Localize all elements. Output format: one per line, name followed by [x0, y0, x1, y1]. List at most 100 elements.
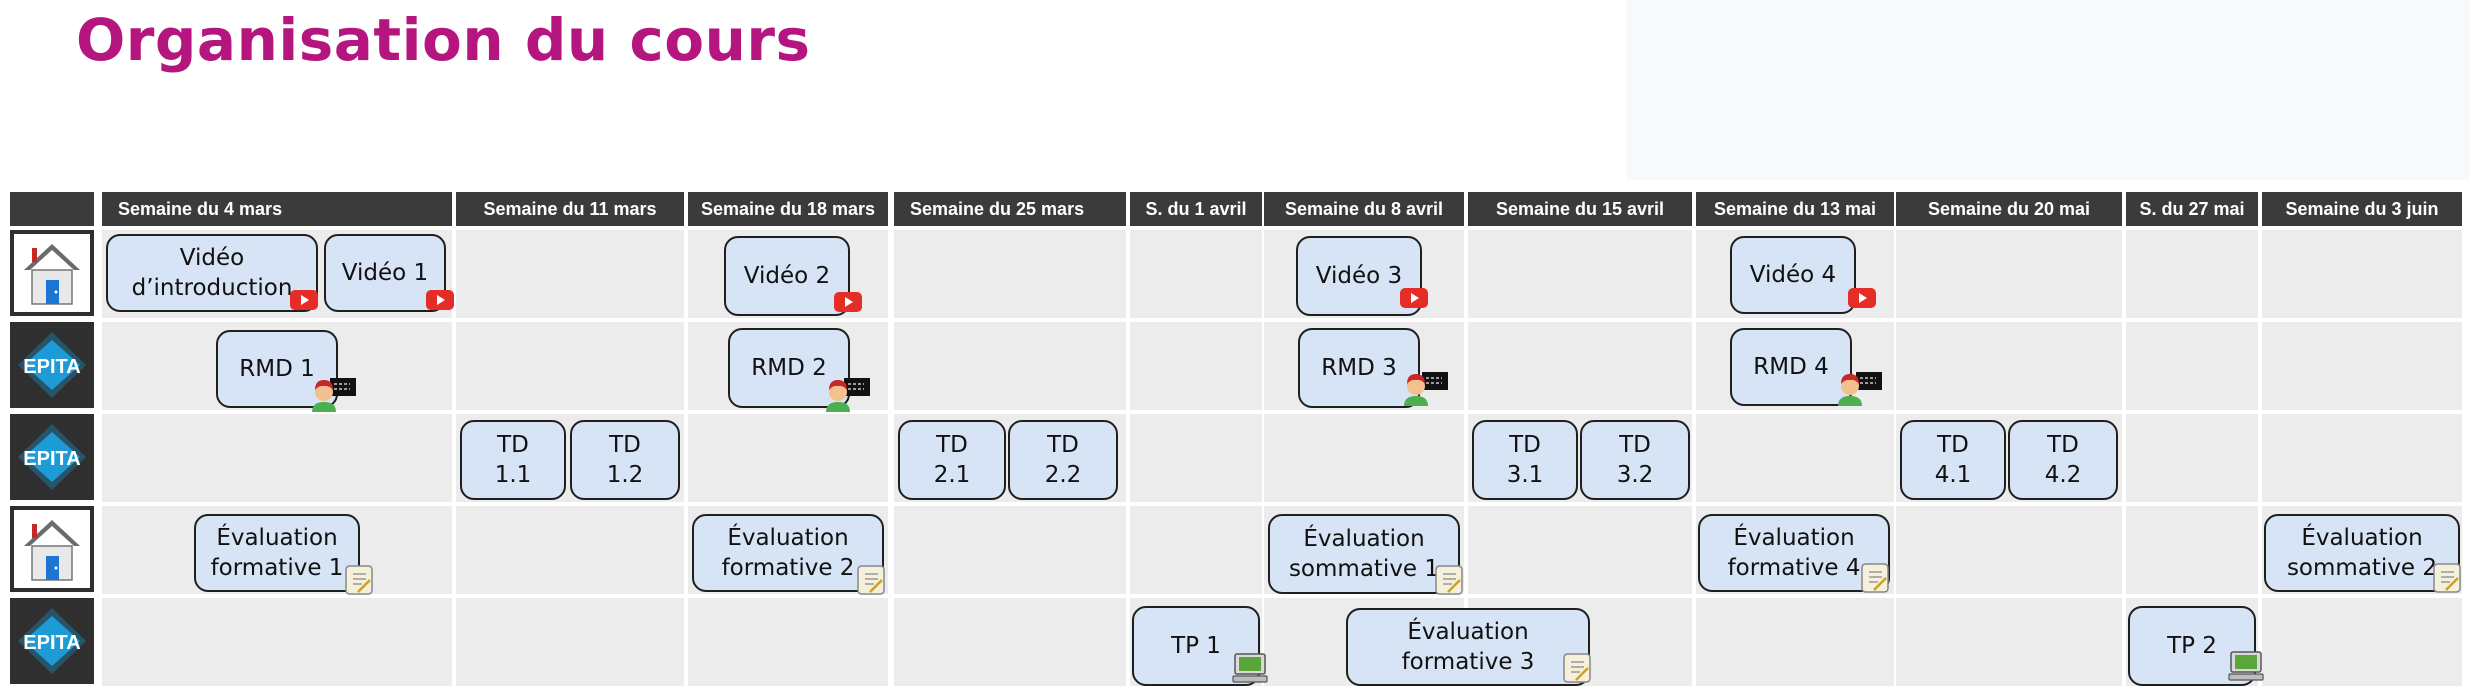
epita-logo: EPITA [18, 608, 86, 674]
week-header-7: Semaine du 15 avril [1468, 192, 1692, 226]
grid-cell [1696, 598, 1894, 686]
page-title: Organisation du cours [76, 6, 811, 74]
week-header-8: Semaine du 13 mai [1696, 192, 1894, 226]
scroll-icon [1562, 650, 1592, 688]
row-2-icon: EPITA [10, 322, 94, 408]
scroll-icon [1860, 560, 1890, 598]
youtube-icon [426, 290, 454, 314]
row-1-icon [10, 230, 94, 316]
row-4-icon [10, 506, 94, 592]
background-panel [1626, 0, 2470, 180]
epita-logo: EPITA [18, 332, 86, 398]
computer-icon [2228, 650, 2264, 686]
grid-cell [1468, 322, 1692, 410]
scroll-icon [2432, 560, 2462, 598]
activity-rmd-3[interactable]: RMD 3 [1298, 328, 1420, 408]
activity-td-1-2[interactable]: TD 1.2 [570, 420, 680, 500]
teacher-icon [1400, 370, 1450, 410]
row-3-icon: EPITA [10, 414, 94, 500]
grid-cell [102, 598, 452, 686]
teacher-icon [308, 376, 358, 416]
youtube-icon [1400, 288, 1428, 312]
grid-cell [688, 598, 888, 686]
grid-cell [2262, 322, 2462, 410]
scroll-icon [344, 562, 374, 600]
grid-cell [456, 598, 684, 686]
activity-eval-formative-1[interactable]: Évaluation formative 1 [194, 514, 360, 592]
grid-cell [2262, 414, 2462, 502]
home-icon [14, 510, 90, 588]
grid-cell [2126, 230, 2258, 318]
week-header-5: S. du 1 avril [1130, 192, 1262, 226]
epita-logo-text: EPITA [23, 356, 80, 378]
week-header-2: Semaine du 11 mars [456, 192, 684, 226]
week-header-3: Semaine du 18 mars [688, 192, 888, 226]
teacher-icon [1834, 370, 1884, 410]
activity-rmd-4[interactable]: RMD 4 [1730, 328, 1852, 406]
grid-cell [1468, 230, 1692, 318]
grid-cell [2126, 414, 2258, 502]
grid-cell [1896, 598, 2122, 686]
activity-td-3-2[interactable]: TD 3.2 [1580, 420, 1690, 500]
activity-eval-formative-3[interactable]: Évaluation formative 3 [1346, 608, 1590, 686]
grid-cell [894, 230, 1126, 318]
scroll-icon [1434, 562, 1464, 600]
grid-cell [1468, 506, 1692, 594]
row-5-icon: EPITA [10, 598, 94, 684]
grid-cell [2126, 322, 2258, 410]
grid-cell [1696, 414, 1894, 502]
grid-cell [456, 506, 684, 594]
week-header-9: Semaine du 20 mai [1896, 192, 2122, 226]
grid-cell [894, 506, 1126, 594]
grid-cell [2126, 506, 2258, 594]
grid-cell [1130, 414, 1262, 502]
grid-cell [688, 414, 888, 502]
activity-eval-sommative-1[interactable]: Évaluation sommative 1 [1268, 514, 1460, 594]
week-header-4: Semaine du 25 mars [894, 192, 1126, 226]
grid-cell [894, 322, 1126, 410]
epita-logo-text: EPITA [23, 448, 80, 470]
activity-eval-sommative-2[interactable]: Évaluation sommative 2 [2264, 514, 2460, 592]
activity-td-2-1[interactable]: TD 2.1 [898, 420, 1006, 500]
grid-cell [1896, 230, 2122, 318]
activity-td-3-1[interactable]: TD 3.1 [1472, 420, 1578, 500]
grid-cell [1896, 506, 2122, 594]
week-header-10: S. du 27 mai [2126, 192, 2258, 226]
header-corner [10, 192, 94, 226]
grid-cell [2262, 598, 2462, 686]
grid-cell [1130, 506, 1262, 594]
activity-video-intro[interactable]: Vidéo d’introduction [106, 234, 318, 312]
activity-video-4[interactable]: Vidéo 4 [1730, 236, 1856, 314]
home-icon [14, 234, 90, 312]
scroll-icon [856, 562, 886, 600]
activity-video-2[interactable]: Vidéo 2 [724, 236, 850, 316]
grid-cell [1264, 414, 1464, 502]
grid-cell [456, 322, 684, 410]
grid-cell [2262, 230, 2462, 318]
activity-td-4-1[interactable]: TD 4.1 [1900, 420, 2006, 500]
activity-tp-1[interactable]: TP 1 [1132, 606, 1260, 686]
activity-td-1-1[interactable]: TD 1.1 [460, 420, 566, 500]
youtube-icon [290, 290, 318, 314]
grid-cell [102, 414, 452, 502]
teacher-icon [822, 376, 872, 416]
grid-cell [1130, 322, 1262, 410]
grid-cell [456, 230, 684, 318]
activity-eval-formative-4[interactable]: Évaluation formative 4 [1698, 514, 1890, 592]
week-header-6: Semaine du 8 avril [1264, 192, 1464, 226]
grid-cell [1896, 322, 2122, 410]
epita-logo-text: EPITA [23, 632, 80, 654]
week-header-11: Semaine du 3 juin [2262, 192, 2462, 226]
computer-icon [1232, 652, 1268, 688]
activity-eval-formative-2[interactable]: Évaluation formative 2 [692, 514, 884, 592]
grid-cell [894, 598, 1126, 686]
epita-logo: EPITA [18, 424, 86, 490]
activity-rmd-2[interactable]: RMD 2 [728, 328, 850, 408]
grid-cell [1130, 230, 1262, 318]
activity-td-2-2[interactable]: TD 2.2 [1008, 420, 1118, 500]
activity-td-4-2[interactable]: TD 4.2 [2008, 420, 2118, 500]
week-header-1: Semaine du 4 mars [102, 192, 452, 226]
activity-video-1[interactable]: Vidéo 1 [324, 234, 446, 312]
youtube-icon [834, 292, 862, 316]
youtube-icon [1848, 288, 1876, 312]
